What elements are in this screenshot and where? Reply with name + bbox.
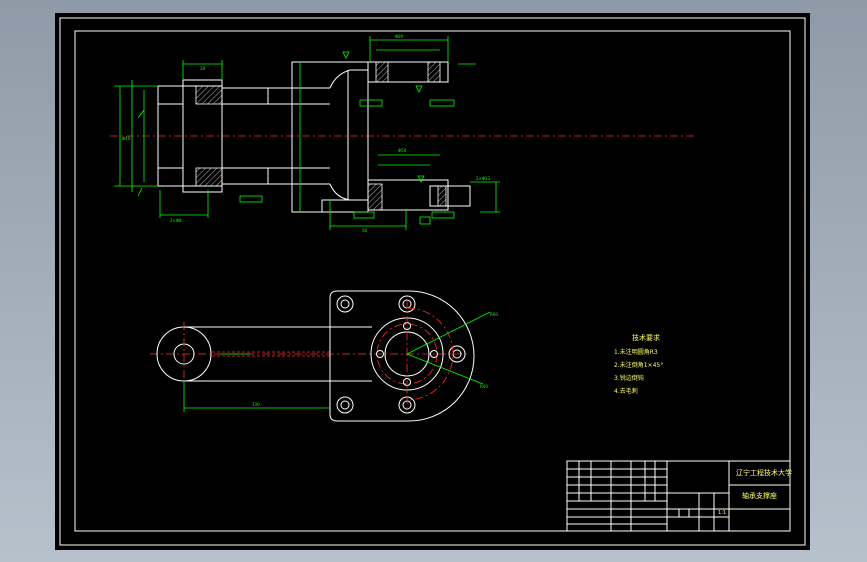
- tech-req-title: 技术要求: [632, 333, 660, 342]
- tech-req-item-4: 4.去毛刺: [614, 387, 638, 395]
- bolt-hole-bl: [336, 396, 354, 414]
- inner-frame: [74, 30, 791, 532]
- svg-text:Φ40: Φ40: [122, 136, 131, 141]
- technical-requirements: 技术要求 1.未注明圆角R3 2.未注倒角1×45° 3.锐边倒钝 4.去毛刺: [614, 333, 663, 395]
- hatch-left-bottom: [195, 167, 223, 187]
- school-name: 辽宁工程技术大学: [736, 468, 792, 477]
- tech-req-item-2: 2.未注倒角1×45°: [614, 361, 663, 369]
- svg-text:130: 130: [252, 402, 260, 407]
- hatch-flange-top-2: [427, 61, 441, 83]
- hatch-left-top: [195, 85, 223, 105]
- svg-text:28: 28: [200, 66, 206, 71]
- svg-text:R40: R40: [480, 384, 488, 389]
- hatch-flange-bottom-2: [437, 185, 447, 207]
- bolt-hole-right: [448, 345, 466, 363]
- section-view: 2×Φ8 Φ80 Φ50 56 Φ40 28 2×Φ13: [110, 34, 697, 233]
- svg-text:2×Φ13: 2×Φ13: [476, 176, 491, 181]
- scale-value: 1:1: [718, 510, 726, 516]
- flange-plate: [329, 290, 475, 422]
- svg-text:Φ50: Φ50: [398, 148, 407, 153]
- tech-req-item-3: 3.锐边倒钝: [614, 374, 644, 382]
- tech-req-item-1: 1.未注明圆角R3: [614, 348, 658, 356]
- hatch-flange-top-1: [375, 61, 389, 83]
- svg-text:56: 56: [362, 228, 368, 233]
- hatch-flange-bottom-1: [367, 183, 383, 211]
- bolt-hole-tl: [336, 295, 354, 313]
- svg-text:Φ80: Φ80: [395, 34, 404, 39]
- plan-view: R60 R40 130: [150, 290, 498, 422]
- svg-text:R60: R60: [490, 312, 498, 317]
- svg-text:2×Φ8: 2×Φ8: [170, 218, 182, 223]
- part-name: 轴承支撑座: [742, 491, 777, 500]
- outer-frame: [59, 17, 806, 546]
- title-block: 辽宁工程技术大学 轴承支撑座 1:1: [566, 460, 792, 532]
